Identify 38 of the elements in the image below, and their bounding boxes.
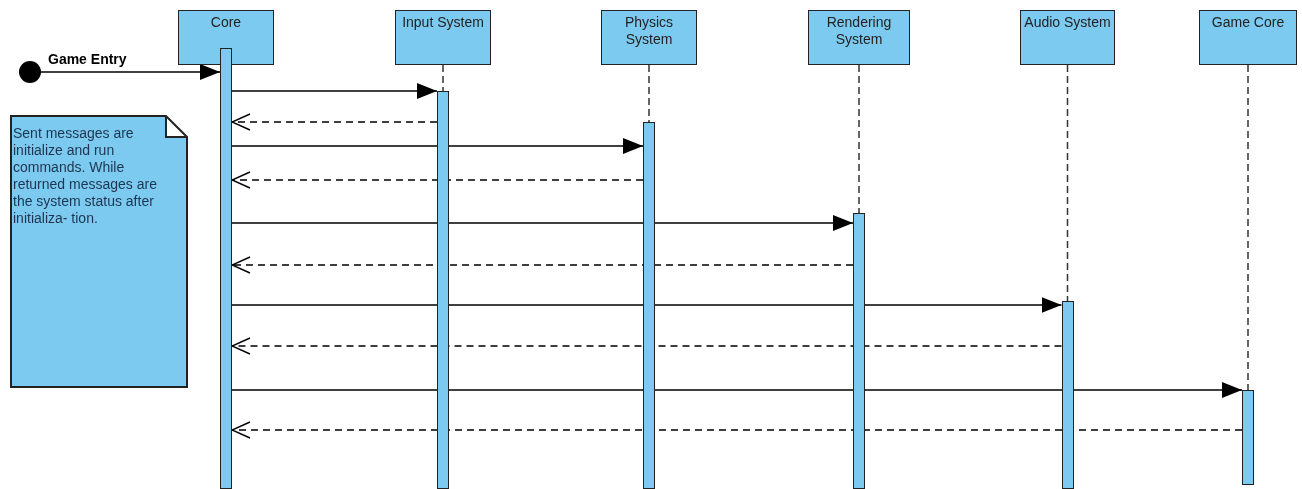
return-arrow: [231, 256, 854, 274]
participant-label: Game Core: [1211, 14, 1285, 31]
note-shape: [10, 115, 188, 388]
message-arrow: [231, 138, 644, 154]
activation-bar: [853, 213, 865, 489]
participant-box: [1199, 10, 1297, 65]
activation-bar: [1242, 390, 1254, 485]
participant-box: [601, 10, 697, 65]
activation-bar: [643, 122, 655, 489]
edge-label: Game Entry: [48, 51, 127, 67]
participant-label: Input System: [402, 14, 484, 31]
return-arrow: [231, 171, 644, 189]
participant-box: [178, 10, 274, 65]
message-arrow: [231, 297, 1063, 313]
message-arrow: [40, 64, 221, 80]
lifeline: [1066, 64, 1069, 302]
start-node: [19, 61, 41, 83]
return-arrow: [231, 421, 1243, 439]
participant-label: Rendering System: [825, 14, 893, 48]
activation-bar: [437, 91, 449, 489]
participant-box: [1020, 10, 1115, 65]
participant-label: Physics System: [623, 14, 675, 48]
lifeline: [858, 64, 860, 214]
message-arrow: [231, 83, 438, 99]
participant-label: Core: [210, 14, 242, 31]
participant-label: Audio System: [1024, 14, 1111, 31]
message-arrow: [231, 382, 1243, 398]
lifeline: [1247, 64, 1249, 391]
lifeline: [442, 64, 444, 92]
note-text: Sent messages are initialize and run commands. While returned messages are the system status after initializa- tion.: [12, 124, 158, 227]
activation-bar: [220, 48, 232, 489]
message-arrow: [231, 215, 854, 231]
lifeline: [648, 64, 650, 123]
return-arrow: [231, 337, 1063, 355]
activation-bar: [1061, 301, 1074, 489]
participant-box: [395, 10, 491, 65]
return-arrow: [231, 113, 438, 131]
participant-box: [808, 10, 910, 65]
